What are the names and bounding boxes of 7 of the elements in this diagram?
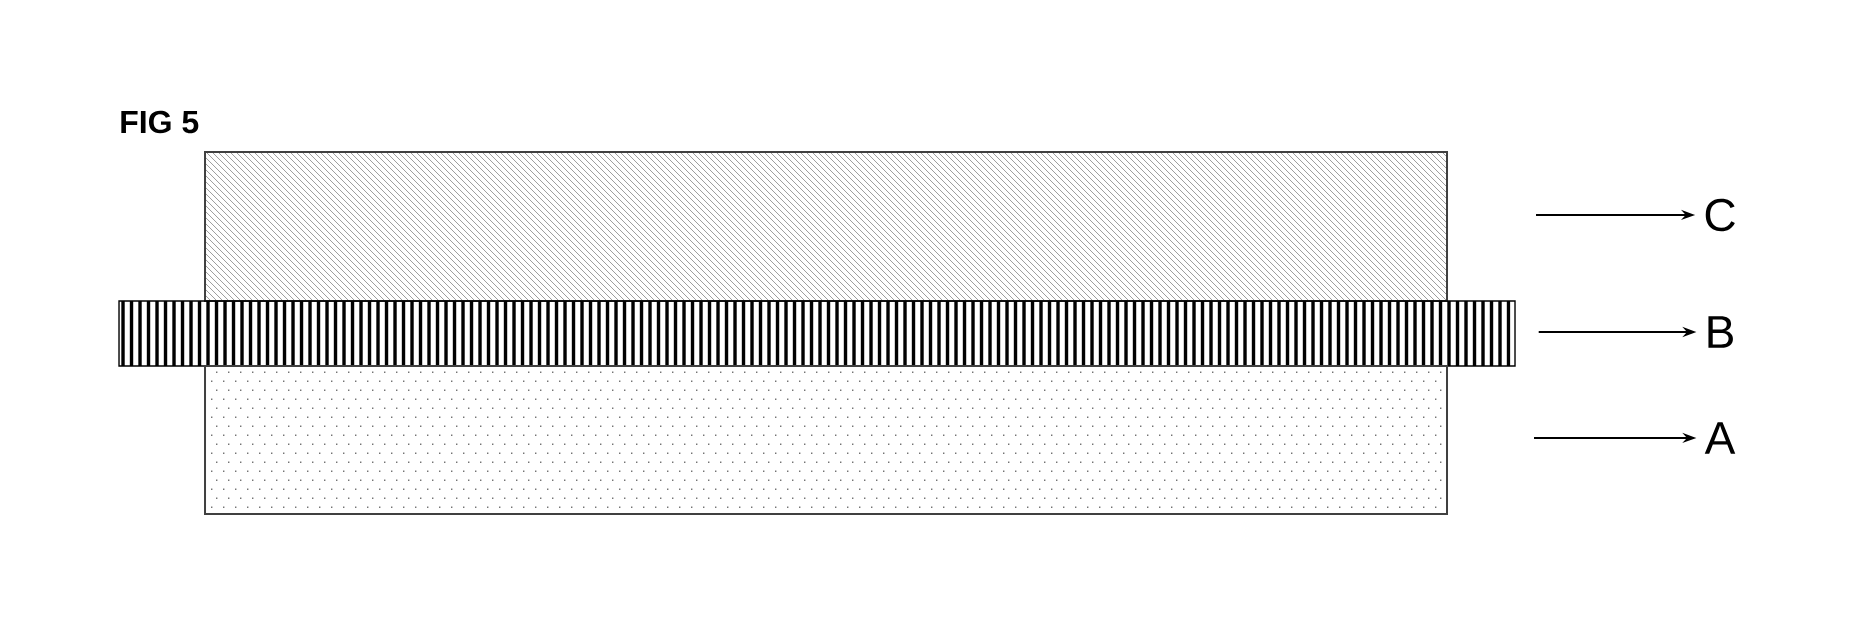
layer-band <box>204 365 1448 515</box>
layer-letter: B <box>1708 316 1733 348</box>
layer-band <box>204 151 1448 302</box>
layer-strip <box>118 300 1516 367</box>
figure-title: FIG 5 <box>121 110 199 134</box>
layer-letter: A <box>1704 422 1736 454</box>
layer-letter: C <box>1705 198 1735 232</box>
